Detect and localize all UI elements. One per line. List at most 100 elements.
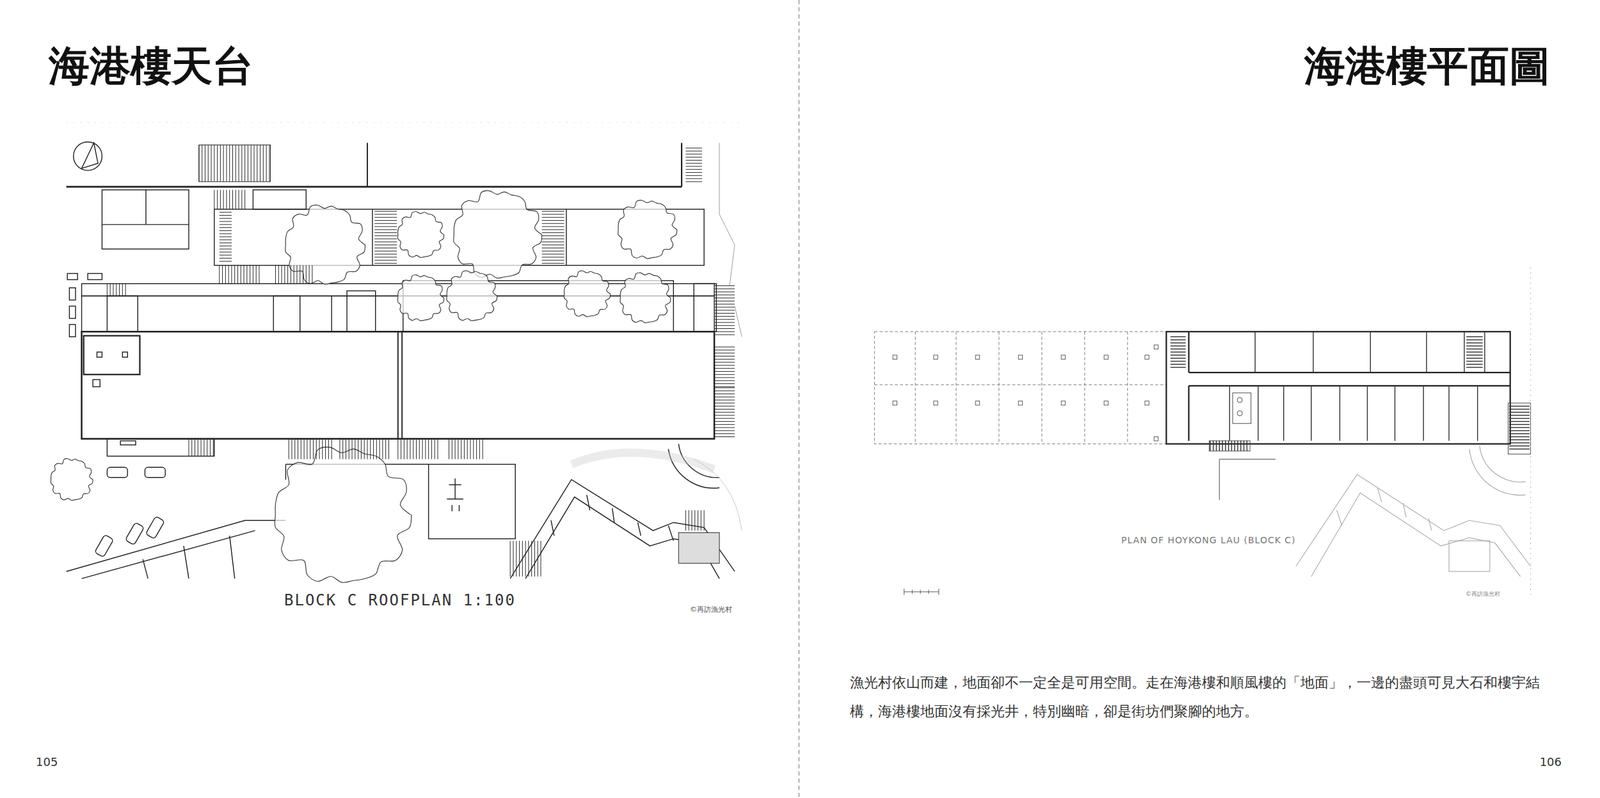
stair-hatch (714, 387, 735, 388)
stair-hatch (714, 321, 735, 323)
stair-hatch (219, 261, 232, 262)
stair-hatch (369, 439, 371, 460)
stair-hatch (374, 211, 397, 212)
stair-hatch (331, 439, 333, 460)
stair-hatch (388, 439, 390, 460)
stair-hatch (373, 439, 374, 460)
stair-hatch (376, 439, 377, 460)
stair-hatch (470, 439, 472, 460)
wall-line (1228, 440, 1229, 452)
stair-hatch (319, 439, 320, 460)
wall-line (1448, 385, 1449, 441)
stair-hatch (364, 439, 365, 460)
stair-hatch (302, 265, 304, 285)
stair-hatch (714, 352, 735, 354)
stair-hatch (106, 283, 108, 296)
page-number: 105 (35, 755, 58, 769)
stair-hatch (219, 257, 232, 259)
stair-hatch (685, 165, 703, 167)
wall-line (1170, 366, 1186, 368)
stair-hatch (219, 230, 232, 232)
stair-hatch (685, 175, 703, 176)
stair-hatch (219, 218, 232, 219)
wall-line (1170, 354, 1186, 356)
column-symbol (1061, 401, 1065, 406)
stair-hatch (299, 265, 301, 285)
stair-hatch (437, 439, 438, 460)
stair-hatch (528, 540, 529, 577)
stair-hatch (522, 540, 523, 577)
stair-hatch (714, 319, 735, 320)
stair-hatch (714, 312, 735, 314)
stair-hatch (512, 540, 514, 577)
stair-hatch (211, 144, 212, 182)
stair-hatch (229, 144, 230, 182)
stair-hatch (119, 283, 120, 296)
stair-hatch (542, 232, 565, 233)
wall-line (1229, 385, 1231, 441)
stair-hatch (374, 238, 397, 240)
tree-symbol (274, 447, 412, 584)
stair-hatch (125, 283, 127, 296)
wall-line (1466, 342, 1483, 344)
stair-hatch (374, 216, 397, 218)
stair-hatch (374, 250, 397, 252)
stair-hatch (216, 190, 218, 210)
tree-symbol (563, 270, 610, 317)
stair-hatch (357, 439, 359, 460)
stair-hatch (231, 265, 232, 285)
column-symbol (1144, 355, 1149, 360)
car-symbol (125, 522, 145, 546)
stair-hatch (714, 415, 735, 416)
stair-hatch (424, 439, 426, 460)
wall-line (1170, 339, 1186, 340)
wall-line (1425, 331, 1427, 373)
stair-hatch (714, 371, 735, 372)
stair-hatch (222, 265, 223, 285)
stair-hatch (714, 355, 735, 357)
stair-hatch (256, 144, 258, 182)
stair-hatch (246, 265, 248, 285)
column-symbol (1018, 401, 1023, 406)
stair-hatch (194, 439, 196, 457)
stair-hatch (238, 144, 240, 182)
stair-hatch (223, 190, 224, 210)
wall-line (1509, 448, 1530, 450)
wall-line (1170, 351, 1186, 352)
stair-hatch (122, 283, 123, 296)
stair-hatch (542, 238, 565, 240)
stair-hatch (220, 144, 221, 182)
wall-line (1216, 440, 1217, 452)
stair-hatch (275, 265, 276, 285)
tree-symbol (285, 204, 366, 285)
stair-hatch (714, 433, 735, 434)
stair-hatch (403, 439, 405, 460)
stair-hatch (249, 265, 251, 285)
stair-hatch (704, 510, 705, 531)
stair-hatch (238, 190, 240, 210)
wall-line (1283, 385, 1284, 441)
stair-hatch (110, 283, 111, 296)
column-symbol (975, 355, 980, 360)
stair-hatch (223, 144, 224, 182)
stair-hatch (542, 229, 565, 230)
column-symbol (933, 355, 938, 360)
wall-line (1370, 331, 1371, 373)
stair-hatch (219, 239, 232, 240)
stair-hatch (259, 144, 261, 182)
stair-hatch (714, 386, 735, 388)
stair-hatch (232, 144, 233, 182)
stair-hatch (714, 368, 735, 369)
stair-hatch (284, 265, 285, 285)
stair-hatch (688, 510, 690, 531)
stair-hatch (714, 427, 735, 429)
stair-hatch (374, 235, 397, 237)
stair-hatch (241, 144, 242, 182)
stair-hatch (714, 408, 735, 410)
stair-hatch (306, 439, 308, 460)
stair-hatch (374, 263, 397, 264)
tree-symbol (397, 275, 444, 322)
stair-hatch (296, 265, 297, 285)
stair-hatch (268, 144, 270, 182)
page-title: 海港樓平面圖 (1304, 38, 1551, 95)
